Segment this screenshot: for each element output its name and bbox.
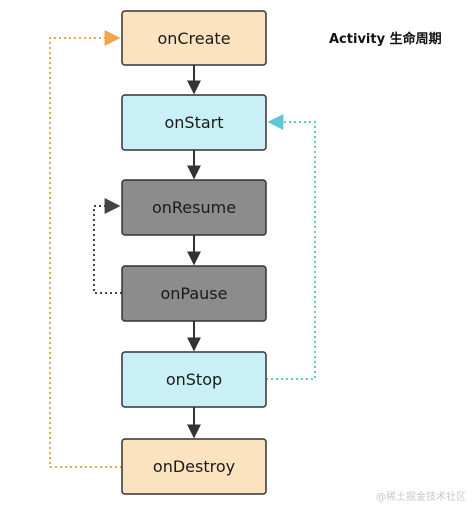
diagram-title: Activity 生命周期 xyxy=(329,31,442,47)
node-ondestroy-label: onDestroy xyxy=(153,457,235,476)
node-onstart-box xyxy=(121,94,267,151)
node-ondestroy-box xyxy=(121,438,267,495)
node-onpause: onPause xyxy=(121,265,267,322)
watermark: @稀土掘金技术社区 xyxy=(376,490,466,503)
orange-loop-arrow xyxy=(49,30,122,468)
node-onstart: onStart xyxy=(121,94,267,151)
cyan-loop-arrow xyxy=(266,114,316,380)
node-ondestroy: onDestroy xyxy=(121,438,267,495)
gray-loop-arrow xyxy=(93,198,122,294)
node-onresume: onResume xyxy=(121,179,267,236)
node-oncreate-box xyxy=(121,10,267,66)
node-oncreate-label: onCreate xyxy=(157,29,230,48)
node-oncreate: onCreate xyxy=(121,10,267,66)
node-onstop-box xyxy=(121,351,267,408)
node-onstop: onStop xyxy=(121,351,267,408)
node-onpause-label: onPause xyxy=(161,284,228,303)
node-onpause-box xyxy=(121,265,267,322)
node-onresume-label: onResume xyxy=(152,198,236,217)
node-onstop-label: onStop xyxy=(166,370,222,389)
node-onstart-label: onStart xyxy=(164,113,223,132)
node-onresume-box xyxy=(121,179,267,236)
